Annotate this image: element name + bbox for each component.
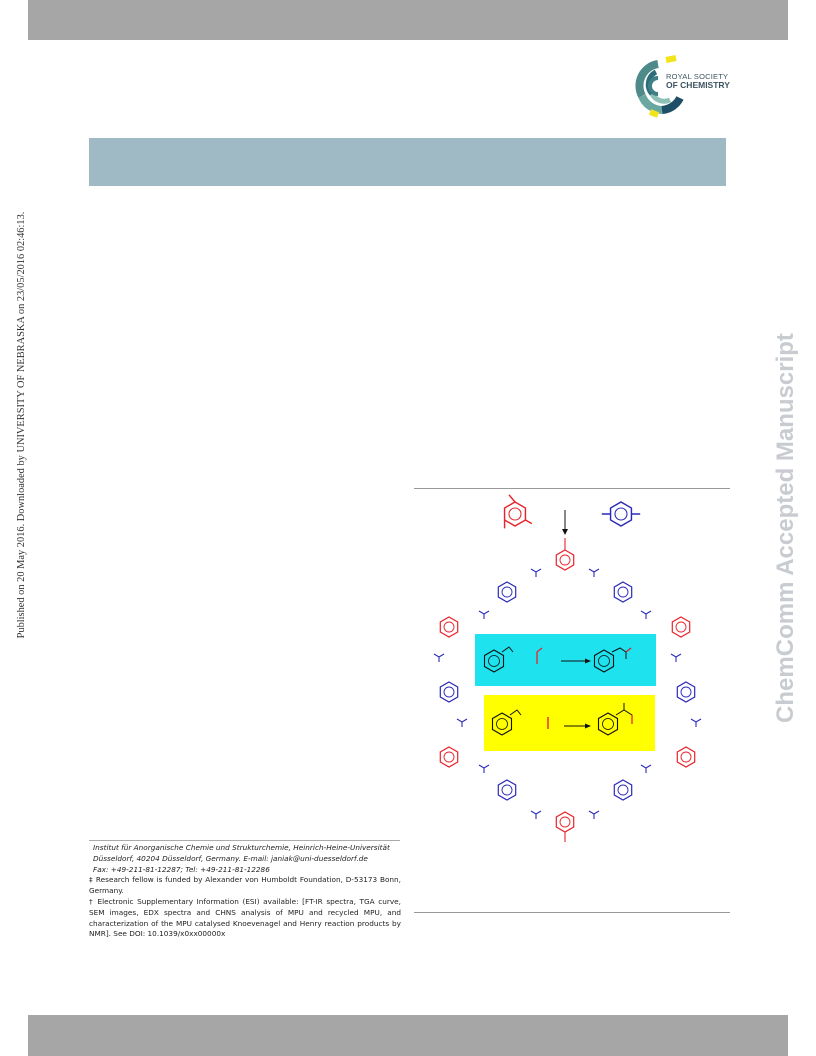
- knoevenagel-reaction-box: [475, 634, 656, 686]
- mpu-framework-scheme: [433, 494, 702, 842]
- header-band: [28, 0, 788, 40]
- affiliation-line-2: Düsseldorf, 40204 Düsseldorf, Germany. E…: [93, 853, 368, 863]
- royal-society-of-chemistry-logo: ROYAL SOCIETY OF CHEMISTRY: [628, 52, 732, 120]
- published-download-note: Published on 20 May 2016. Downloaded by …: [16, 211, 27, 639]
- rsc-logo-mark-icon: [635, 55, 684, 118]
- logo-line-2: OF CHEMISTRY: [666, 79, 730, 90]
- scheme-bottom-rule: [414, 912, 730, 913]
- accepted-manuscript-watermark: ChemComm Accepted Manuscript: [772, 333, 799, 723]
- scheme-top-rule: [414, 488, 730, 489]
- affiliation-line-1: Institut für Anorganische Chemie und Str…: [93, 843, 390, 852]
- framework-red-unit-bottom: [555, 811, 575, 842]
- reaction-scheme-figure: [414, 492, 730, 852]
- para-phenylene-icon: [601, 501, 641, 527]
- footnote-rule: [89, 840, 400, 841]
- framework-red-unit-top: [555, 538, 575, 571]
- trisubstituted-benzene-icon: [503, 494, 533, 529]
- rsc-logo-text: ROYAL SOCIETY OF CHEMISTRY: [666, 73, 730, 90]
- research-fellow-footnote: ‡ Research fellow is funded by Alexander…: [89, 875, 401, 896]
- affiliation-line-3: Fax: +49-211-81-12287; Tel: +49-211-81-1…: [93, 864, 270, 874]
- henry-reaction-box: [484, 695, 655, 751]
- footnotes: Institut für Anorganische Chemie und Str…: [89, 843, 401, 940]
- article-title-box: [89, 138, 726, 186]
- logo-line-1: ROYAL SOCIETY: [666, 72, 729, 81]
- footer-band: [28, 1015, 788, 1056]
- esi-footnote: † Electronic Supplementary Information (…: [89, 896, 401, 939]
